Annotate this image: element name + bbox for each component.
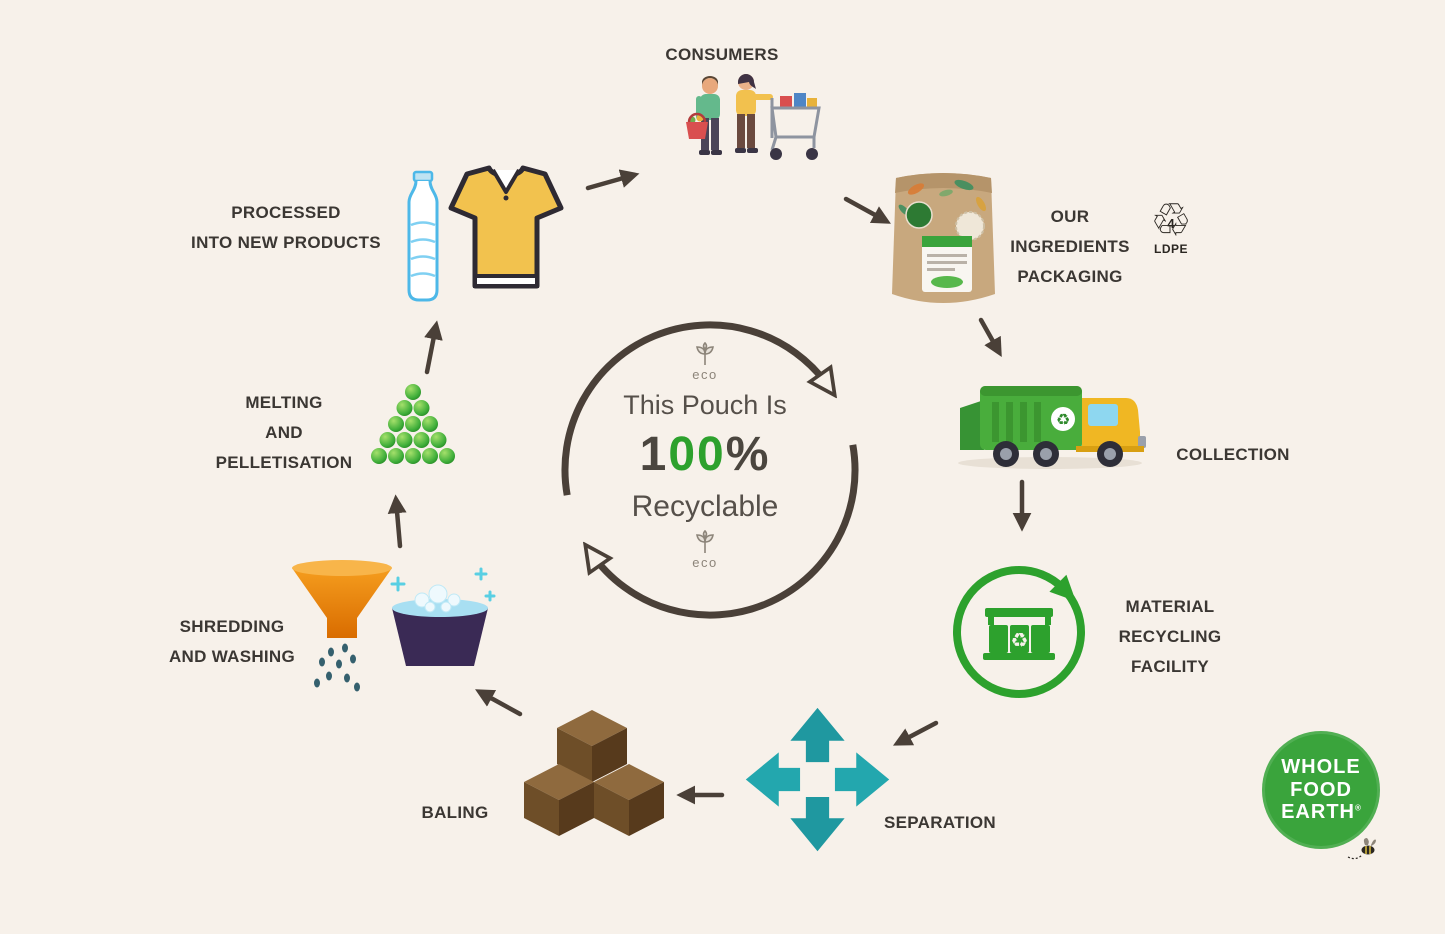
logo-line1: WHOLE [1281,756,1361,779]
label-melting-line2: AND [265,423,303,442]
registered-mark: ® [1354,803,1361,813]
label-shredding-line2: AND WASHING [168,647,296,666]
label-melting-line1: MELTING [245,393,323,412]
pellets-pyramid-icon [371,384,455,464]
logo-circle: WHOLE FOOD EARTH® [1262,731,1380,849]
cycle-arc-top [561,321,829,496]
bubbles [414,584,461,613]
tshirt-icon [448,165,564,289]
resin-code-ldpe: ♲4 LDPE [1144,196,1198,256]
arrow-baling-to-shredding [475,689,523,717]
resin-code-text: LDPE [1153,242,1188,256]
cube-left [524,764,594,836]
label-processed: PROCESSED INTO NEW PRODUCTS [176,198,396,258]
logo-earth: EARTH [1281,801,1355,824]
cube-right [594,764,664,836]
eco-badge-top: eco [692,342,718,382]
shredder-funnel-icon [292,560,392,692]
mrf-arrowhead [1049,574,1076,602]
recycling-triangle-icon: ♲4 [1144,196,1198,244]
cycle-ring-icon [561,321,859,619]
water-bottle-icon [407,170,439,302]
label-processed-line2: INTO NEW PRODUCTS [191,233,381,252]
bottom-margin [0,934,1445,942]
eco-label-bottom: eco [692,555,718,570]
pouch-botanicals [898,179,987,216]
label-melting-line3: PELLETISATION [215,453,353,472]
sparkles [390,567,496,602]
arrow-consumers-to-packaging [843,196,891,224]
claim-line2: Recyclable [631,490,779,523]
consumers-illustration [686,74,821,160]
arrow-melting-to-products [424,320,443,375]
label-packaging-line1: OUR INGREDIENTS [1010,207,1130,256]
label-baling: BALING [421,803,489,822]
pouch-brand-roundel [906,202,932,228]
garbage-truck-icon: ♻ [958,386,1146,469]
arrow-products-to-consumers [585,169,640,191]
bee-doodle-icon [1347,838,1376,860]
shredded-drops [314,643,360,692]
label-packaging: OUR INGREDIENTS PACKAGING [995,202,1145,292]
percent-digit-1: 1 [639,428,669,481]
percent-sign: % [725,428,771,481]
shopping-cart-icon [770,93,821,160]
eco-sprig-icon [696,530,714,554]
label-packaging-line2: PACKAGING [1017,267,1123,286]
arrow-mrf-to-separation [892,720,939,746]
cycle-arc-bottom [591,444,859,619]
label-mrf: MATERIAL RECYCLING FACILITY [1110,592,1230,682]
resin-number: 4 [1167,215,1175,231]
label-shredding-line1: SHREDDING [179,617,285,636]
truck-recycle-glyph: ♻ [1056,410,1070,429]
separation-icon [745,707,890,852]
mrf-recycle-glyph: ♻ [1011,628,1029,652]
eco-label-top: eco [692,367,718,382]
baling-cubes-icon [524,710,664,836]
label-consumers: CONSUMERS [665,45,779,64]
claim-line1: This Pouch Is [623,390,787,420]
label-collection: COLLECTION [1176,445,1290,464]
label-separation: SEPARATION [884,813,996,832]
arrow-washing-to-melting [387,494,407,549]
eco-badge-bottom: eco [692,530,718,570]
label-mrf-line1: MATERIAL [1125,597,1215,616]
label-processed-line1: PROCESSED [231,203,341,222]
percent-digits-00: 00 [668,428,726,481]
triangle-glyph: ♲ [1150,193,1192,247]
mrf-icon: ♻ [953,566,1085,698]
mrf-building [983,608,1055,660]
wholefoodearth-logo: WHOLE FOOD EARTH® [1262,731,1380,860]
label-melting: MELTING AND PELLETISATION [199,388,369,478]
label-mrf-line3: FACILITY [1131,657,1209,676]
label-shredding: SHREDDING AND WASHING [157,612,307,672]
claim-percent: 100% [640,427,771,482]
center-claim: eco This Pouch Is 100% Recyclable eco [555,338,855,574]
logo-line3: EARTH® [1281,801,1361,823]
label-mrf-line2: RECYCLING [1118,627,1222,646]
pouch-illustration [892,173,995,303]
logo-line2: FOOD [1290,778,1352,801]
washing-basin-icon [390,567,496,666]
eco-sprig-icon [696,342,714,366]
arrow-packaging-to-collection [978,317,1002,357]
